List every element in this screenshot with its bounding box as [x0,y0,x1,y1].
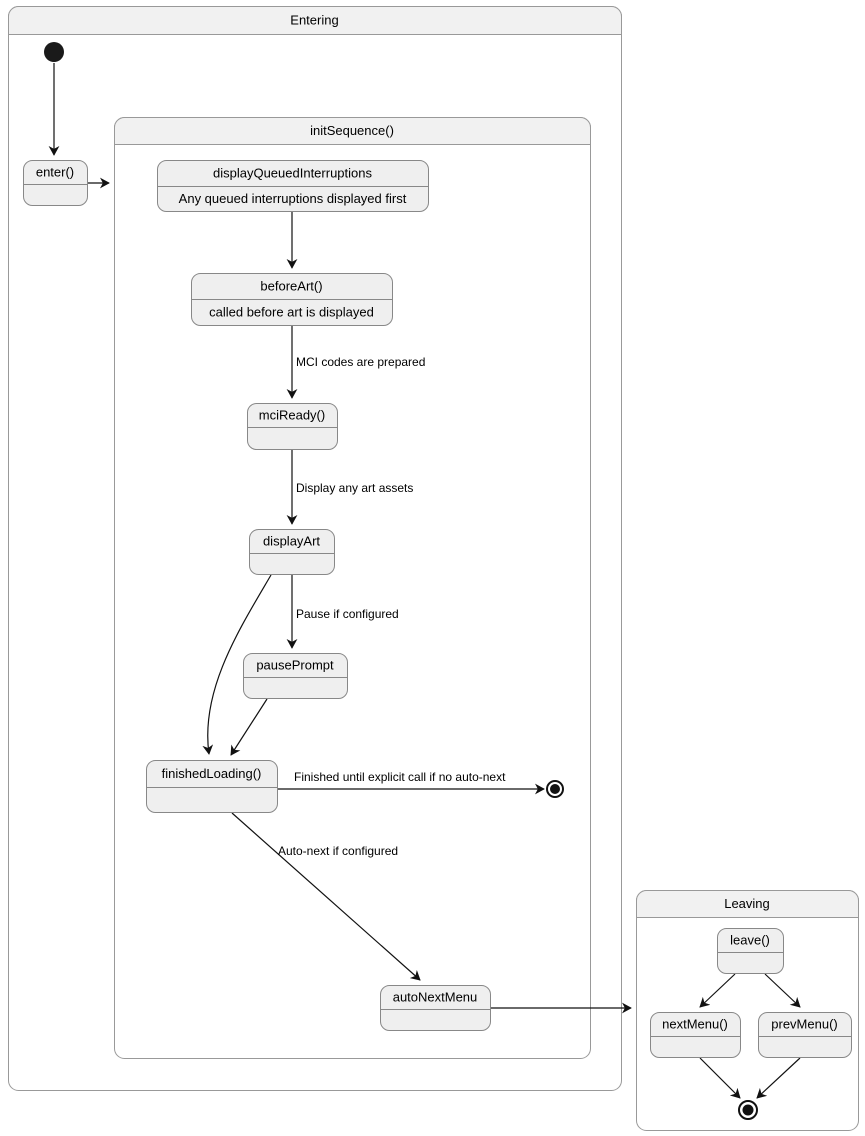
transition-t-leave-prevmenu [764,973,801,1008]
composite-body [114,117,591,1059]
transition-label-t-finishedloading-autonextmenu: Auto-next if configured [278,844,398,858]
state-body [380,985,491,1031]
state-name-finishedLoading: finishedLoading() [162,766,262,781]
state-autoNextMenu[interactable]: autoNextMenu [380,985,491,1031]
composite-title-initSequence: initSequence() [310,123,394,138]
state-body [247,403,338,450]
state-body [23,160,88,206]
state-body [717,928,784,974]
state-finishedLoading[interactable]: finishedLoading() [146,760,278,813]
state-name-autoNextMenu: autoNextMenu [393,989,478,1004]
state-enter[interactable]: enter() [23,160,88,206]
composite-state-leaving[interactable]: Leaving [636,890,859,1131]
composite-title-leaving: Leaving [724,896,770,911]
transition-t-prevmenu-final [756,1057,801,1099]
transition-label-t-finishedloading-final: Finished until explicit call if no auto-… [294,770,506,784]
composite-body [636,890,859,1131]
state-beforeArt[interactable]: beforeArt() called before art is displaye… [191,273,393,326]
transition-t-pauseprompt-finishedloading [230,698,268,756]
transition-t-finishedloading-autonextmenu [231,812,421,981]
state-name-enter: enter() [36,164,74,179]
state-name-beforeArt: beforeArt() [260,278,322,293]
state-description-beforeArt: called before art is displayed [209,304,374,319]
transition-label-t-beforeart-mciready: MCI codes are prepared [296,355,425,369]
state-name-prevMenu: prevMenu() [771,1016,837,1031]
transitions-group [48,63,801,1099]
composite-title-entering: Entering [290,12,338,27]
transition-t-leave-nextmenu [699,973,736,1008]
transition-label-t-mciready-displayart: Display any art assets [296,481,413,495]
state-pausePrompt[interactable]: pausePrompt [243,653,348,699]
composite-header [8,6,622,35]
state-name-displayArt: displayArt [263,533,320,548]
state-mciReady[interactable]: mciReady() [247,403,338,450]
state-leave[interactable]: leave() [717,928,784,974]
state-description-displayQueuedInterruptions: Any queued interruptions displayed first [179,191,407,206]
state-body [146,760,278,813]
state-name-leave: leave() [730,932,770,947]
state-nextMenu[interactable]: nextMenu() [650,1012,741,1058]
state-body [650,1012,741,1058]
transition-t-nextmenu-final [699,1057,741,1099]
state-name-mciReady: mciReady() [259,407,325,422]
composite-state-initSequence[interactable]: initSequence() [114,117,591,1059]
composite-header [114,117,591,145]
state-body [249,529,335,575]
state-body [243,653,348,699]
pseudostates-group [44,42,758,1120]
composite-header [636,890,859,918]
state-prevMenu[interactable]: prevMenu() [758,1012,852,1058]
state-name-displayQueuedInterruptions: displayQueuedInterruptions [213,165,372,180]
initial-state-icon [44,42,64,62]
state-body [758,1012,852,1058]
state-name-nextMenu: nextMenu() [662,1016,728,1031]
state-name-pausePrompt: pausePrompt [256,657,334,672]
transition-label-t-displayart-pauseprompt: Pause if configured [296,607,399,621]
transition-t-displayart-finishedloading [202,574,272,755]
final-state-icon [738,1100,758,1120]
final-state-icon [546,780,564,798]
state-displayArt[interactable]: displayArt [249,529,335,575]
